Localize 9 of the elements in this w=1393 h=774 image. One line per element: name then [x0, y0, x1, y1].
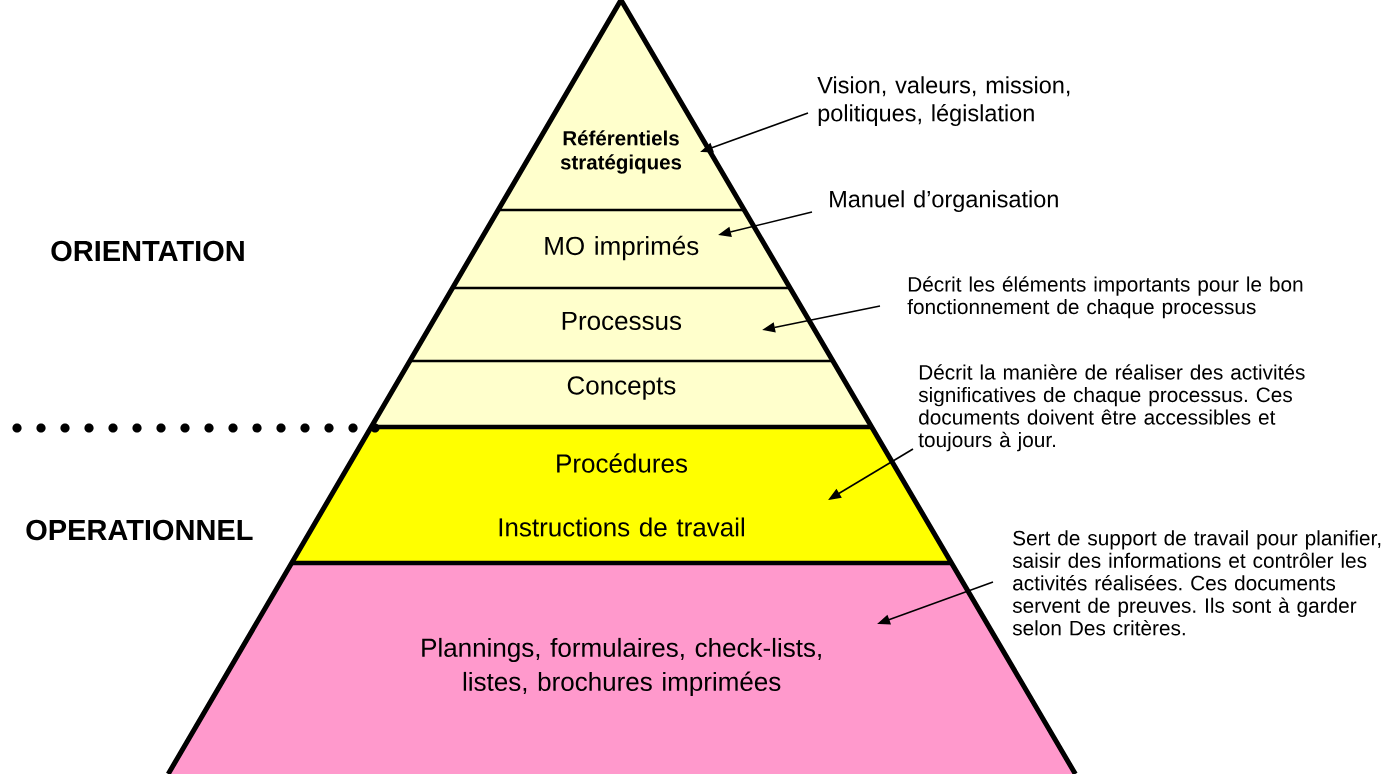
- level-heading: OPERATIONNEL: [26, 519, 253, 541]
- level-heading: ORIENTATION: [51, 240, 244, 262]
- pyramid-level: MO imprimés: [452, 210, 791, 288]
- pyramid-level: Processus: [409, 288, 833, 361]
- callout-text: Vision, valeurs, mission, politiques, législation: [817, 76, 1070, 127]
- callout-text: Décrit les éléments importants pour le bon fonctionnement de chaque processus: [907, 276, 1303, 319]
- callout-text: Manuel d’organisation: [830, 190, 1058, 213]
- pyramid-level: Référentiels stratégiques: [498, 0, 745, 210]
- pyramid-level: Concepts: [371, 361, 872, 427]
